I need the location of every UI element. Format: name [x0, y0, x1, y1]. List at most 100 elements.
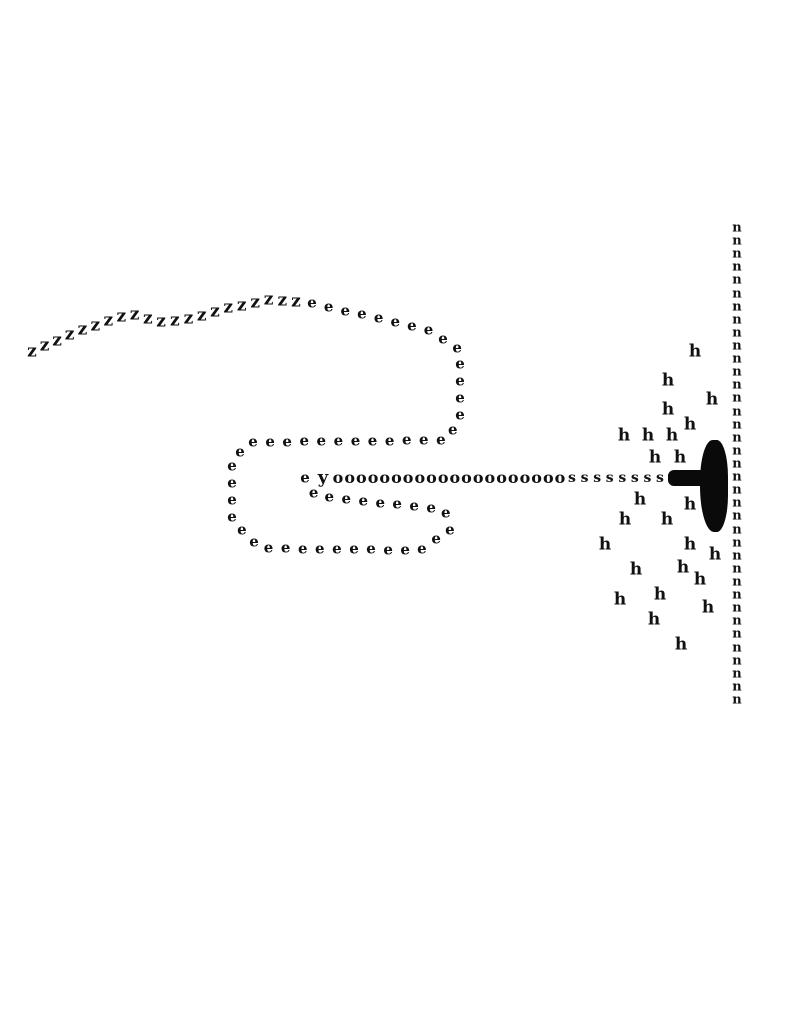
letter-o: o	[367, 468, 379, 487]
letter-n: n	[732, 574, 742, 590]
letter-o: o	[356, 468, 367, 487]
letter-h: h	[705, 389, 719, 410]
letter-e: e	[373, 308, 384, 327]
letter-n: n	[732, 561, 742, 577]
letter-e: e	[400, 540, 410, 559]
letter-n: n	[732, 259, 742, 275]
letter-e: e	[419, 430, 429, 449]
letter-e: e	[455, 405, 465, 424]
letter-z: z	[52, 330, 62, 351]
letter-e: e	[227, 490, 237, 509]
letter-n: n	[732, 430, 742, 446]
letter-n: n	[732, 587, 742, 603]
letter-z: z	[169, 310, 180, 331]
letter-n: n	[732, 312, 742, 328]
letter-s: s	[618, 470, 627, 486]
letter-h: h	[673, 447, 687, 468]
letter-n: n	[732, 640, 742, 656]
letter-n: n	[732, 679, 742, 695]
letter-e: e	[324, 487, 335, 506]
letter-e: e	[455, 388, 465, 407]
letter-e: e	[307, 293, 317, 312]
ink-blob	[700, 440, 728, 532]
letter-e: e	[316, 431, 327, 450]
letter-n: n	[732, 325, 742, 341]
letter-n: n	[732, 233, 742, 249]
letter-e: e	[455, 371, 465, 390]
letter-o: o	[542, 468, 554, 487]
letter-h: h	[613, 589, 627, 610]
letter-o: o	[391, 468, 402, 487]
letter-e: e	[366, 539, 376, 558]
letter-h: h	[641, 425, 655, 446]
letter-z: z	[77, 319, 88, 340]
letter-e: e	[375, 493, 386, 512]
letter-z: z	[250, 292, 260, 313]
letter-e: e	[299, 431, 310, 450]
letter-o: o	[554, 468, 566, 487]
letter-o: o	[461, 468, 472, 487]
letter-n: n	[732, 508, 742, 524]
letter-e: e	[333, 431, 344, 450]
letter-h: h	[647, 609, 661, 630]
letter-e: e	[401, 430, 412, 449]
letter-n: n	[732, 613, 742, 629]
letter-e: e	[248, 432, 258, 451]
letter-e: e	[265, 432, 275, 451]
letter-e: e	[332, 539, 342, 558]
letter-z: z	[39, 335, 50, 356]
letter-n: n	[732, 220, 742, 236]
letter-z: z	[156, 311, 166, 332]
letter-e: e	[227, 473, 237, 492]
letter-e: e	[440, 503, 451, 522]
letter-o: o	[519, 468, 531, 487]
letter-o: o	[332, 468, 344, 487]
letter-h: h	[701, 597, 715, 618]
letter-y: y	[317, 467, 329, 488]
letter-s: s	[593, 470, 602, 486]
letter-h: h	[693, 569, 707, 590]
letter-n: n	[732, 404, 742, 420]
letter-e: e	[452, 338, 462, 357]
letter-e: e	[409, 496, 419, 515]
letter-n: n	[732, 286, 742, 302]
letter-e: e	[438, 329, 448, 348]
letter-o: o	[402, 468, 414, 487]
letter-h: h	[661, 399, 675, 420]
letter-n: n	[732, 548, 742, 564]
letter-e: e	[341, 489, 352, 508]
letter-z: z	[263, 289, 274, 310]
letter-e: e	[448, 420, 458, 439]
letter-z: z	[236, 295, 247, 316]
letter-s: s	[643, 470, 652, 486]
letter-h: h	[661, 370, 675, 391]
letter-h: h	[660, 509, 674, 530]
letter-n: n	[732, 653, 742, 669]
letter-o: o	[496, 468, 507, 487]
letter-h: h	[688, 341, 702, 362]
letter-e: e	[431, 529, 441, 548]
letter-n: n	[732, 390, 742, 406]
letter-h: h	[674, 634, 688, 655]
letter-e: e	[227, 507, 237, 526]
letter-e: e	[280, 538, 291, 557]
letter-n: n	[732, 443, 742, 459]
letter-n: n	[732, 364, 742, 380]
letter-z: z	[196, 305, 207, 326]
letter-e: e	[308, 483, 319, 502]
letter-h: h	[676, 557, 690, 578]
letter-e: e	[455, 354, 465, 373]
letter-h: h	[683, 414, 697, 435]
letter-z: z	[223, 297, 234, 318]
letter-o: o	[472, 468, 484, 487]
letter-e: e	[390, 312, 401, 331]
letter-s: s	[656, 470, 664, 486]
letter-h: h	[618, 509, 632, 530]
letter-e: e	[367, 431, 378, 450]
letter-n: n	[732, 351, 742, 367]
letter-h: h	[648, 447, 662, 468]
letter-o: o	[379, 468, 391, 487]
letter-h: h	[665, 425, 679, 446]
letter-e: e	[423, 320, 434, 339]
